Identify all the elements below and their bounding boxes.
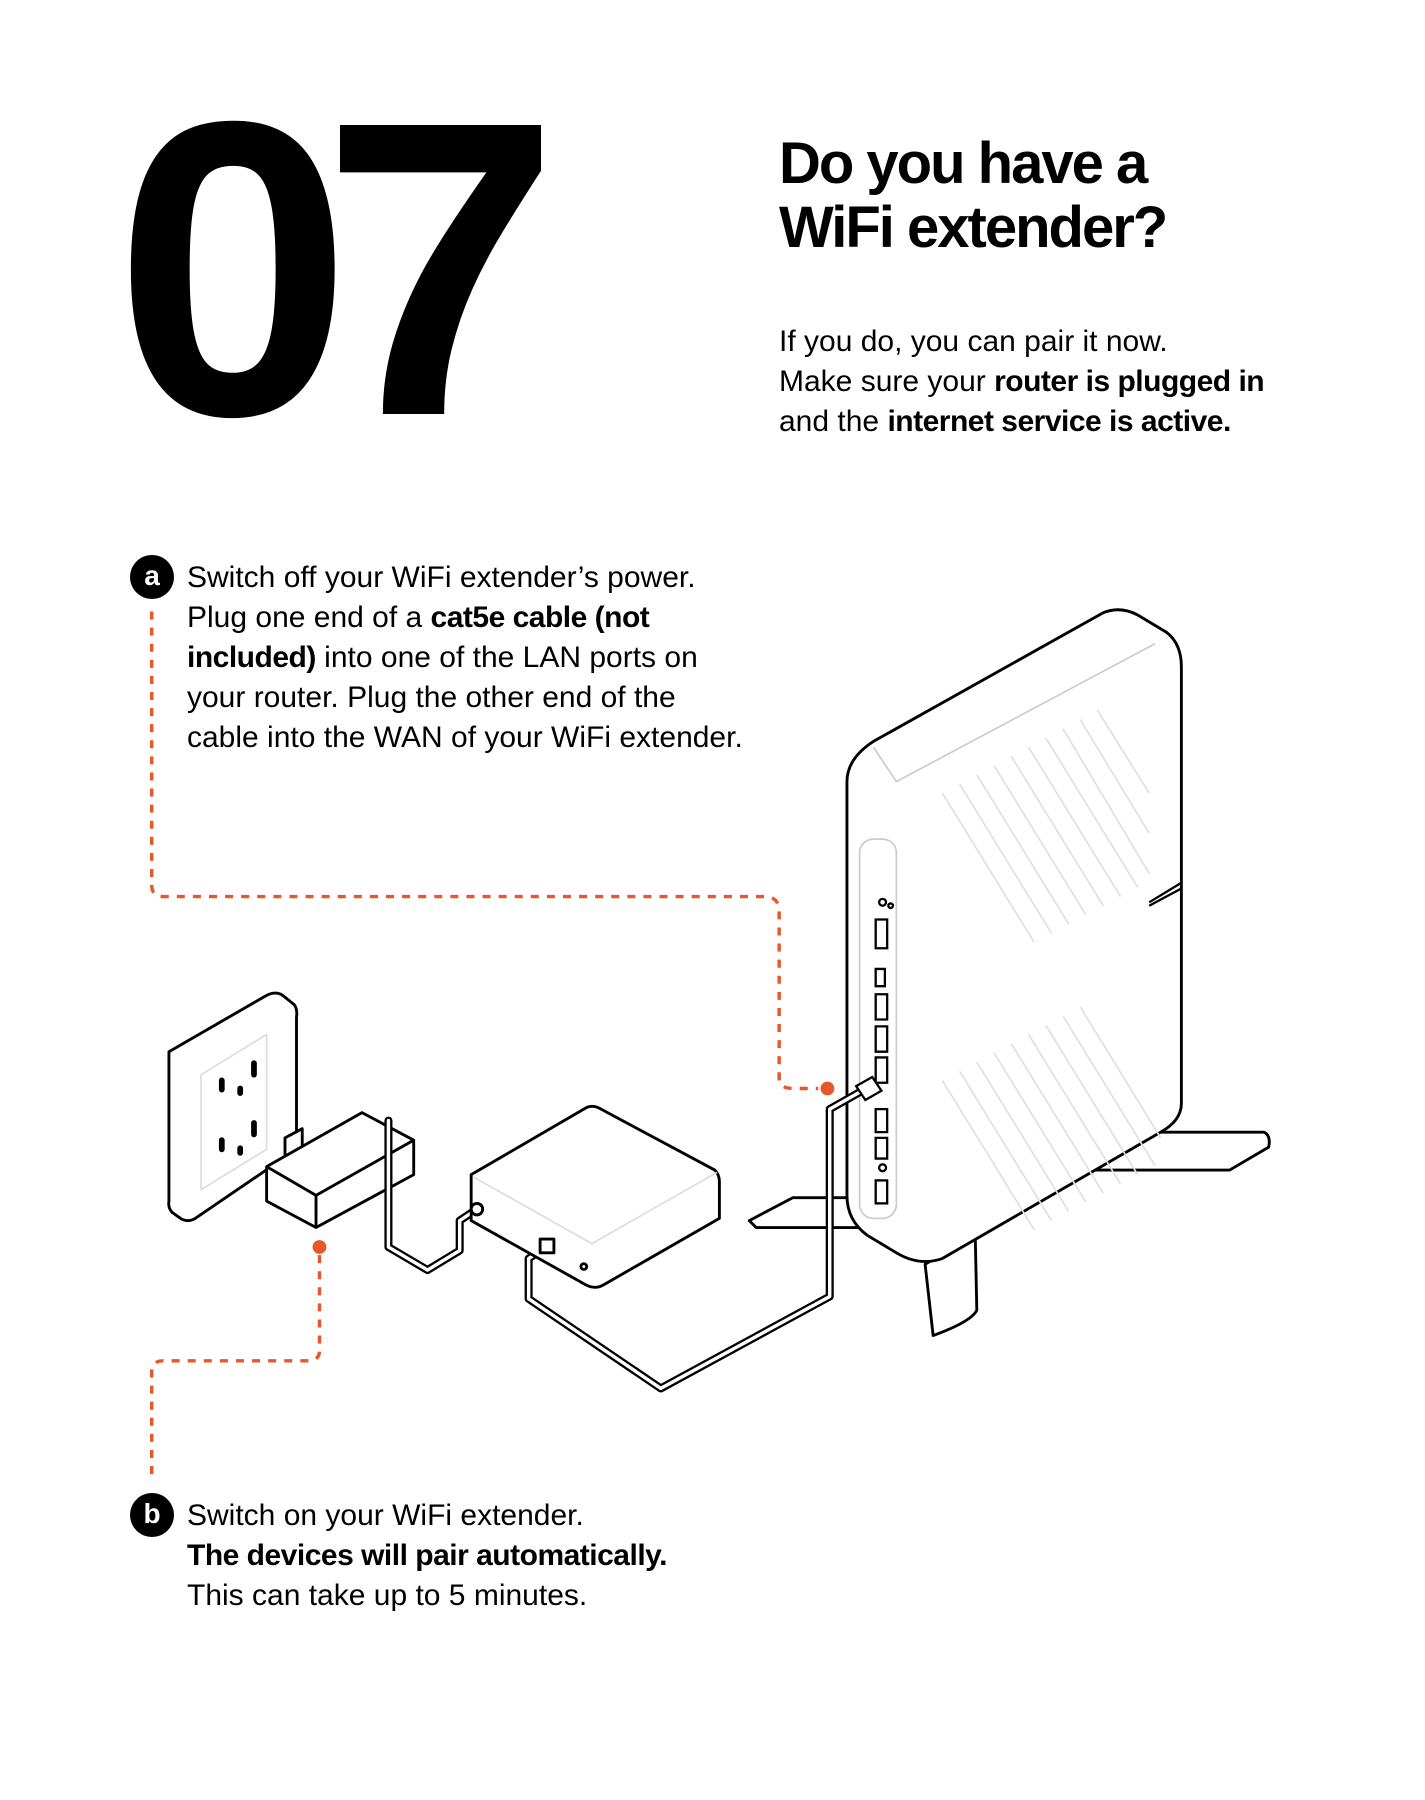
intro-line-3: and the internet service is active. [779,402,1399,442]
step-a-text-bold: cat5e cable (not included) [187,601,650,674]
step-b-line-1: Switch on your WiFi extender. [187,1499,584,1532]
title-line-1: Do you have a [779,131,1148,196]
step-b-badge: b [130,1493,174,1537]
callout-line-b [149,1255,322,1481]
callout-dot-a [820,1081,835,1096]
step-b-line-2: The devices will pair automatically. [187,1539,667,1572]
power-adapter-icon [265,1111,416,1229]
step-b-line-3: This can take up to 5 minutes. [187,1579,588,1612]
intro-text: If you do, you can pair it now. Make sur… [779,322,1399,442]
intro-text-plain: Make sure your [779,365,995,398]
title-line-2: WiFi extender? [779,195,1168,260]
router-icon [845,608,1183,1263]
intro-text-bold: router is plugged in [994,365,1265,398]
router-vent-lines [941,709,1162,1231]
wifi-extender-icon [469,1104,721,1289]
step-a-badge: a [130,555,174,599]
step-b-text: Switch on your WiFi extender. The device… [187,1496,827,1616]
router-ports [874,897,895,1205]
intro-line-1: If you do, you can pair it now. [779,325,1168,358]
page-title: Do you have a WiFi extender? [779,131,1168,260]
callout-lines [149,611,819,1481]
ethernet-plug [854,1075,884,1102]
outlet-slots [218,1060,257,1156]
callout-dot-b [312,1240,327,1254]
intro-text-bold: internet service is active. [887,405,1231,438]
callout-line-a [149,611,819,1091]
intro-text-plain: and the [779,405,888,438]
step-a-text: Switch off your WiFi extender’s power. P… [187,558,747,758]
step-number: 07 [113,35,560,504]
intro-line-2: Make sure your router is plugged in [779,362,1399,402]
step-a-text-plain: into one of the LAN ports on your router… [187,641,743,754]
step-a-text-plain: Switch off your WiFi extender’s power. P… [187,561,696,634]
